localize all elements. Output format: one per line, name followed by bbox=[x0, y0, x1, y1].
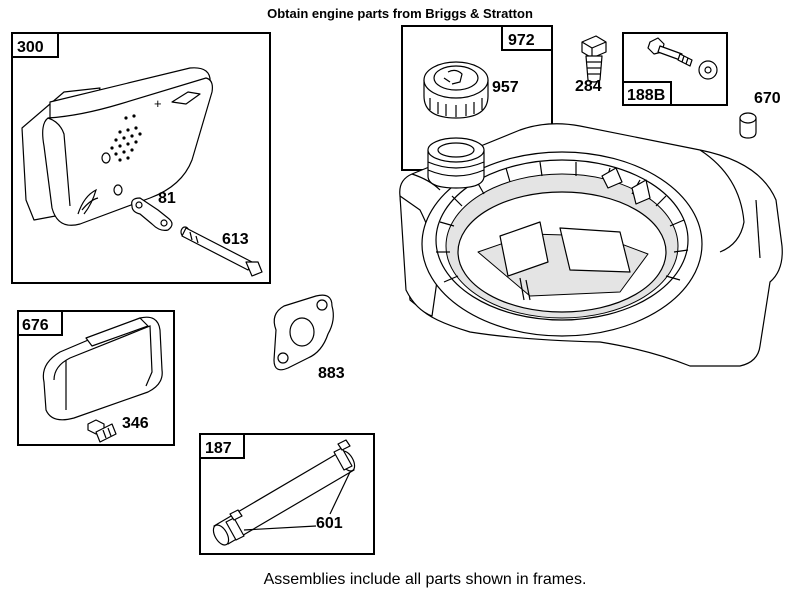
muffler-screw-drawing bbox=[180, 226, 263, 277]
part-label-lock-plate: 81 bbox=[158, 190, 176, 207]
part-label-guard-screw: 346 bbox=[122, 415, 149, 432]
gasket-drawing bbox=[273, 294, 334, 371]
frame-guard-assembly: 676 bbox=[17, 310, 175, 446]
frame-label-fuel-line: 187 bbox=[205, 440, 232, 457]
part-label-gasket: 883 bbox=[318, 365, 345, 382]
shoulder-screw-drawing bbox=[647, 37, 718, 80]
frame-muffler-assembly: 300 bbox=[11, 32, 271, 284]
tank-screw-drawing bbox=[581, 35, 607, 83]
fuel-tank-drawing bbox=[399, 123, 783, 367]
header-title: Obtain engine parts from Briggs & Stratt… bbox=[267, 6, 533, 21]
frame-fuel-line-assembly: 187 bbox=[199, 433, 375, 555]
muffler-guard-drawing bbox=[42, 316, 163, 421]
guard-screw-drawing bbox=[87, 419, 117, 443]
frame-label-screw: 188B bbox=[627, 87, 665, 104]
spacer-drawing bbox=[739, 112, 757, 139]
muffler-drawing: + bbox=[21, 67, 213, 226]
part-label-tank-screw: 284 bbox=[575, 78, 602, 95]
lock-plate-drawing bbox=[131, 197, 173, 231]
frame-label-guard: 676 bbox=[22, 317, 49, 334]
frame-label-fuel-tank: 972 bbox=[508, 32, 535, 49]
frame-fuel-tank-assembly: 972 bbox=[401, 25, 553, 171]
frame-screw-assembly: 188B bbox=[622, 32, 728, 106]
svg-text:+: + bbox=[154, 96, 162, 111]
part-label-spacer: 670 bbox=[754, 90, 781, 107]
fuel-line-drawing bbox=[212, 439, 356, 546]
part-label-muffler-screw: 613 bbox=[222, 231, 249, 248]
part-label-fuel-cap: 957 bbox=[492, 79, 519, 96]
footer-note: Assemblies include all parts shown in fr… bbox=[264, 571, 587, 588]
frame-label-muffler: 300 bbox=[17, 39, 44, 56]
part-label-fuel-line: 601 bbox=[316, 515, 343, 532]
fuel-cap-drawing bbox=[423, 61, 489, 119]
